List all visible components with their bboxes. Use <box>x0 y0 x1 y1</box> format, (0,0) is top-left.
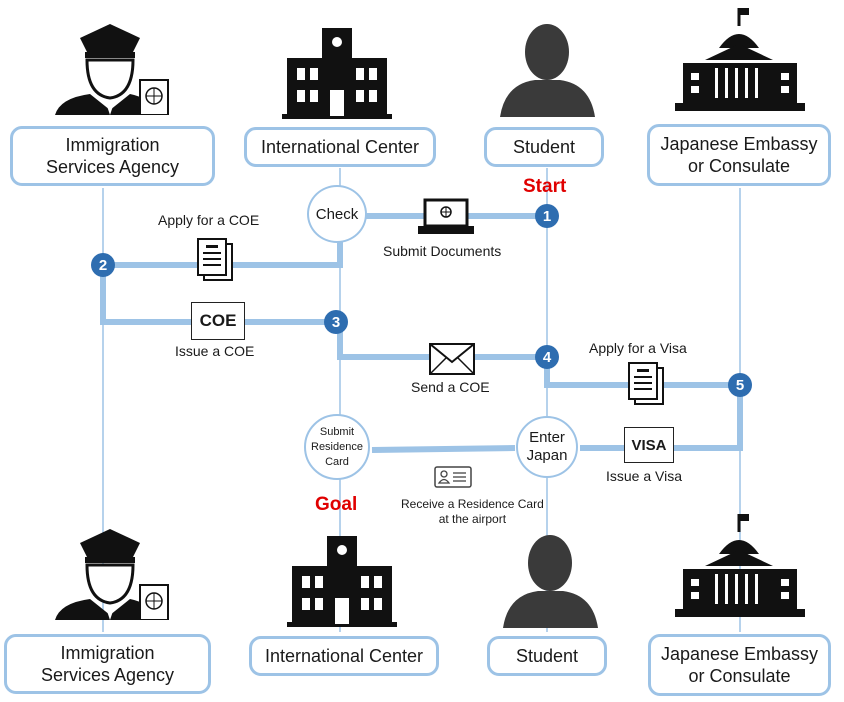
document-icon <box>197 238 233 281</box>
step-badge-5: 5 <box>728 373 752 397</box>
actor-label-line: Japanese Embassy <box>660 134 818 154</box>
visa-stamp-icon: VISA <box>624 427 674 463</box>
issue-visa-label: Issue a Visa <box>606 468 683 484</box>
step-badge-3: 3 <box>324 310 348 334</box>
actor-label-line: Japanese Embassy <box>660 644 819 664</box>
laptop-icon <box>418 198 474 234</box>
person-silhouette-icon <box>500 24 595 117</box>
flow-enter-to-residence <box>371 445 516 453</box>
submit-residence-label-line: Submit <box>319 425 355 438</box>
residence-card-icon <box>434 466 472 488</box>
apply-coe-label: Apply for a COE <box>158 212 260 228</box>
actor-label-line: Services Agency <box>40 665 175 685</box>
step-badge-4: 4 <box>535 345 559 369</box>
check-label: Check <box>315 205 359 223</box>
enter-japan-label-line: Japan <box>526 447 568 464</box>
actor-box-center-bottom: International Center <box>249 636 439 676</box>
actor-label-line: Immigration <box>65 135 160 155</box>
apply-visa-label: Apply for a Visa <box>589 340 687 356</box>
submit-documents-label: Submit Documents <box>383 243 502 259</box>
embassy-building-icon <box>675 8 805 111</box>
submit-residence-label-line: Residence <box>311 440 363 453</box>
actor-label: International Center <box>264 646 424 666</box>
submit-residence-label-line: Card <box>325 455 349 468</box>
school-building-icon <box>287 536 397 627</box>
send-coe-label: Send a COE <box>411 379 490 395</box>
visa-application-document-icon <box>628 362 664 405</box>
flow-issue-coe <box>100 265 340 325</box>
actor-box-student-top: Student <box>484 127 604 167</box>
actor-box-center-top: International Center <box>244 127 436 167</box>
officer-icon <box>55 529 169 620</box>
embassy-building-icon <box>675 514 805 617</box>
officer-icon <box>55 24 169 115</box>
step-badge-2: 2 <box>91 253 115 277</box>
residence-card-label-line: at the airport <box>438 512 507 526</box>
actor-label: Student <box>512 137 576 157</box>
goal-marker: Goal <box>315 494 358 515</box>
actor-label-line: Immigration <box>60 643 155 663</box>
flow-send-coe <box>337 322 547 360</box>
residence-card-label-line: Receive a Residence Card <box>401 497 544 511</box>
flow-apply-coe <box>103 242 343 268</box>
actor-label-line: or Consulate <box>687 156 791 176</box>
coe-certificate-icon: COE <box>191 302 245 340</box>
school-building-icon <box>282 28 392 119</box>
actor-label: International Center <box>260 137 420 157</box>
check-node: Check <box>307 185 367 243</box>
start-marker: Start <box>523 176 567 197</box>
residence-card-label: Receive a Residence Card at the airport <box>401 497 544 527</box>
issue-coe-label: Issue a COE <box>175 343 255 359</box>
enter-japan-label-line: Enter <box>529 429 565 446</box>
step-badge-1: 1 <box>535 204 559 228</box>
actor-box-student-bottom: Student <box>487 636 607 676</box>
actor-label-line: Services Agency <box>45 157 180 177</box>
envelope-icon <box>429 343 475 375</box>
actor-label: Student <box>515 646 579 666</box>
person-silhouette-icon <box>503 535 598 628</box>
actor-label-line: or Consulate <box>688 666 791 686</box>
